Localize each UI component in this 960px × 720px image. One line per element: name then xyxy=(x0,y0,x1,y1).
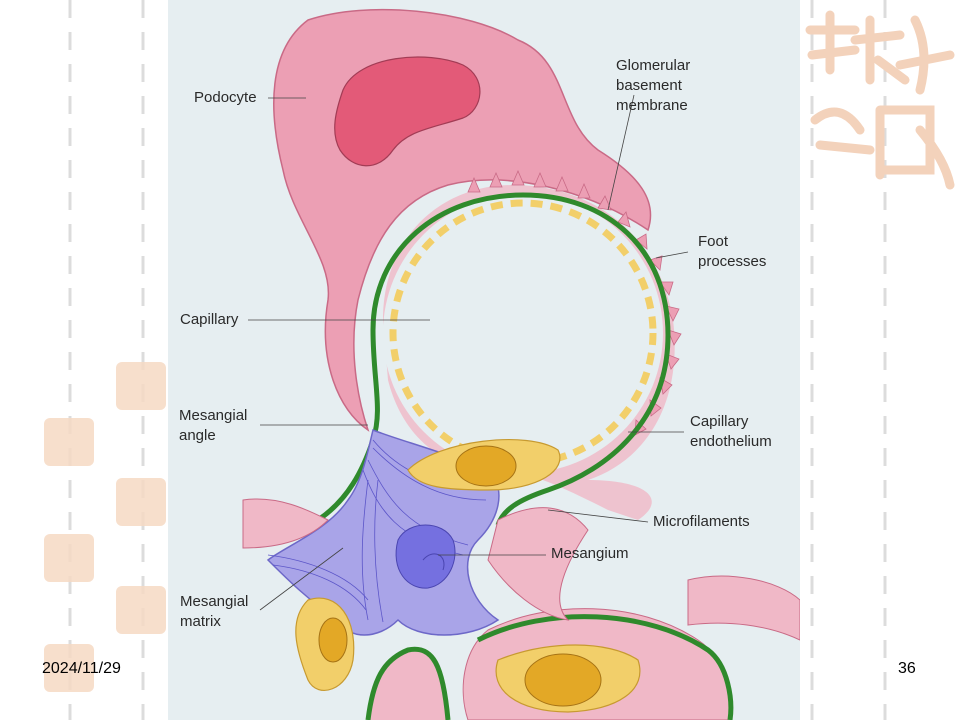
mesangium-nucleus xyxy=(395,524,456,589)
seal-stamp xyxy=(44,418,94,466)
capillary-lumen xyxy=(383,193,663,473)
endothelial-nucleus xyxy=(455,445,517,487)
label-capillary: Capillary xyxy=(180,311,239,328)
label-microfilaments: Microfilaments xyxy=(653,513,750,530)
gbm-line xyxy=(370,192,671,526)
page-number: 36 xyxy=(898,660,916,677)
glomerulus-diagram: Podocyte Glomerular basement membrane Fo… xyxy=(168,0,800,720)
label-glomerular-basement-membrane: Glomerular basement membrane xyxy=(616,57,691,114)
label-mesangial-matrix: Mesangial matrix xyxy=(180,593,249,630)
microfilament-lines xyxy=(267,439,489,623)
podocyte-nucleus xyxy=(334,56,481,167)
diagram-svg xyxy=(242,8,800,720)
seal-stamp xyxy=(44,644,94,692)
label-capillary-endothelium: Capillary endothelium xyxy=(690,413,772,450)
seal-stamp xyxy=(116,586,166,634)
label-mesangium: Mesangium xyxy=(551,545,629,562)
leader-lines xyxy=(248,94,689,611)
seal-stamp xyxy=(116,478,166,526)
calligraphy-seal xyxy=(805,10,955,190)
footer-date: 2024/11/29 xyxy=(42,660,121,677)
label-foot-processes: Foot processes xyxy=(698,233,767,270)
seal-stamp xyxy=(44,534,94,582)
label-podocyte: Podocyte xyxy=(194,89,257,106)
label-mesangial-angle: Mesangial angle xyxy=(179,407,248,444)
seal-stamp xyxy=(116,362,166,410)
